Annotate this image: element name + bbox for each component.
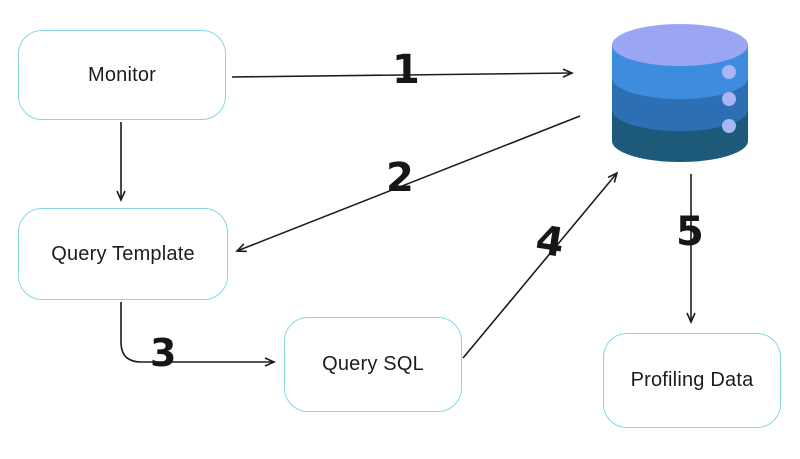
node-query-sql: Query SQL (284, 317, 462, 412)
database-dot-2 (722, 92, 736, 106)
node-monitor-label: Monitor (87, 63, 157, 86)
arrow-label-5: 5 (676, 209, 704, 255)
node-monitor: Monitor (18, 30, 226, 120)
node-profiling-data: Profiling Data (603, 333, 781, 428)
node-query-template: Query Template (18, 208, 228, 300)
database-dot-1 (722, 65, 736, 79)
node-query-template-label: Query Template (51, 242, 195, 265)
node-query-sql-label: Query SQL (322, 353, 424, 375)
database-dot-3 (722, 119, 736, 133)
arrow-step4-query-sql-to-database (462, 171, 619, 359)
arrow-step3-query-template-to-query-sql (120, 302, 276, 367)
database-icon (612, 24, 748, 162)
database-top-ellipse (612, 24, 748, 66)
node-profiling-data-label: Profiling Data (630, 369, 754, 391)
arrow-label-3: 3 (150, 331, 177, 375)
arrow-label-2: 2 (386, 155, 414, 201)
arrow-label-1: 1 (392, 47, 420, 93)
arrow-label-4: 4 (532, 217, 568, 267)
